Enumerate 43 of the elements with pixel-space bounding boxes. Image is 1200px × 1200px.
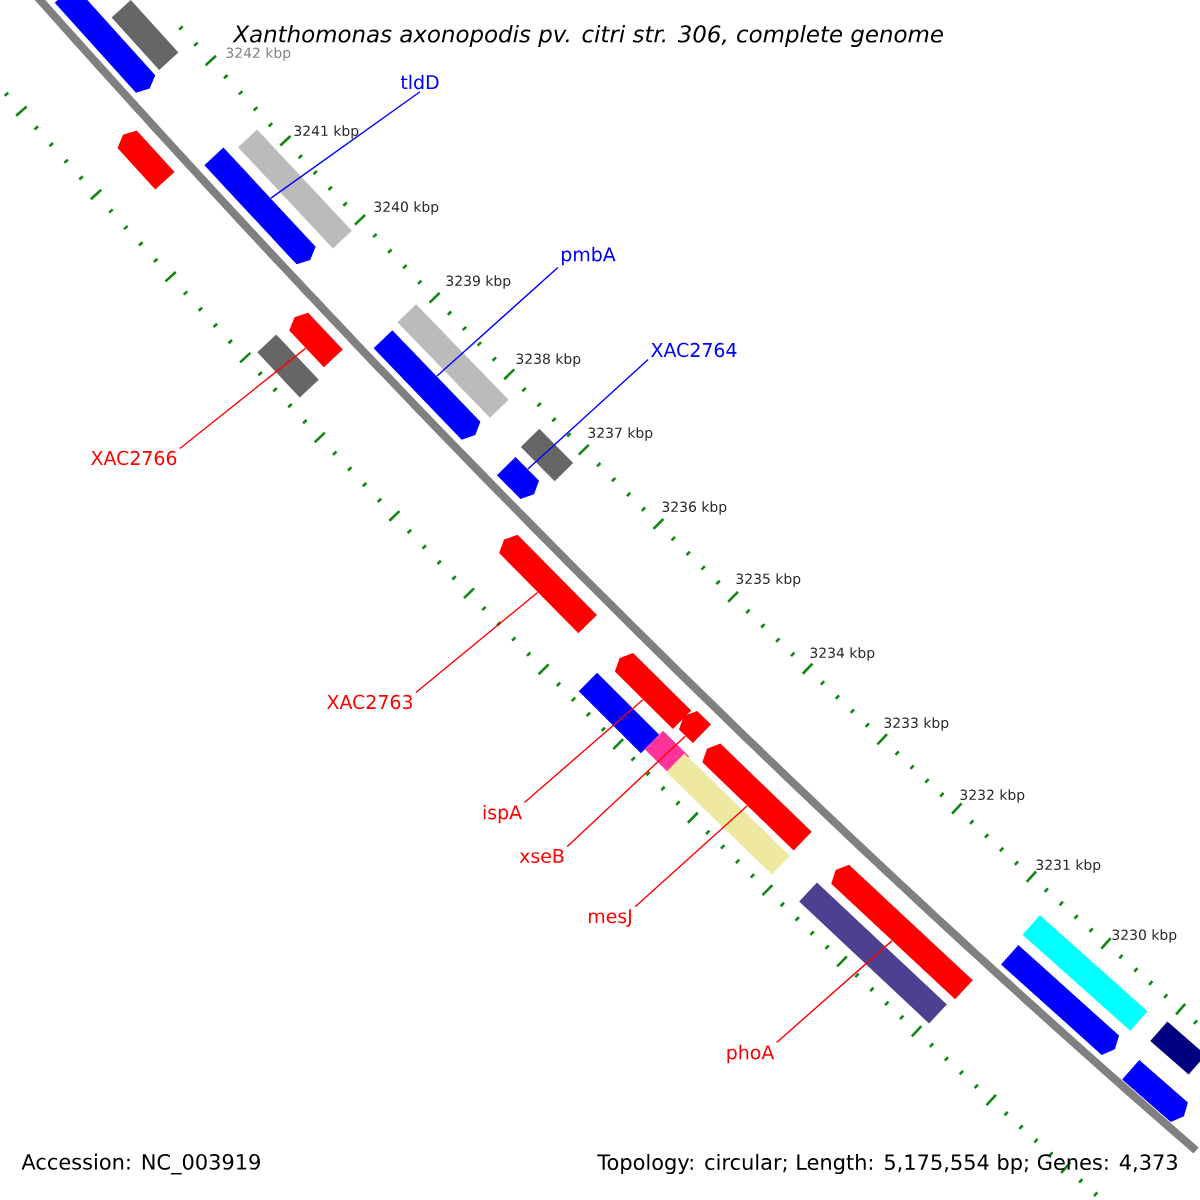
gene-feature xyxy=(666,753,790,875)
gene-feature xyxy=(831,864,973,1000)
leader-line xyxy=(179,347,307,450)
gene-label: XAC2764 xyxy=(651,342,737,358)
gene-feature xyxy=(578,672,660,754)
gene-label: pmbA xyxy=(562,246,616,266)
gene-feature xyxy=(373,330,481,440)
gene-label: XAC2766 xyxy=(91,450,177,466)
gene-feature xyxy=(54,0,156,93)
leader-line xyxy=(634,805,748,908)
gene-feature xyxy=(1122,1059,1188,1123)
title: Xanthomonas axonopodis pv. citri str. 306, complete genome xyxy=(232,24,943,48)
gene-feature xyxy=(799,882,947,1024)
footer-text: Accession: NC_003919 xyxy=(21,1153,260,1175)
gene-feature xyxy=(289,312,343,368)
gene-feature xyxy=(1022,915,1148,1031)
gene-feature xyxy=(117,130,175,190)
footer-text: Topology: circular; Length: 5,175,554 bp; Genes: 4,373 xyxy=(597,1153,1177,1175)
gene-feature xyxy=(520,428,574,482)
gene-feature xyxy=(614,653,692,729)
leader-line xyxy=(415,591,539,694)
gene-feature xyxy=(702,743,812,851)
gene-feature xyxy=(111,0,179,70)
leader-line xyxy=(523,699,644,804)
gene-label: ispA xyxy=(483,804,522,824)
leader-line xyxy=(775,940,893,1044)
gene-feature xyxy=(397,304,509,418)
gene-feature xyxy=(1001,945,1120,1055)
leader-line xyxy=(436,266,559,377)
gene-label: phoA xyxy=(727,1044,775,1064)
gene-feature xyxy=(1150,1021,1200,1075)
gene-label: tldD xyxy=(400,74,439,90)
gene-label: xseB xyxy=(519,848,564,864)
gene-feature xyxy=(257,334,319,398)
gene-feature xyxy=(497,456,540,500)
gene-feature xyxy=(679,710,712,744)
leader-line xyxy=(527,358,649,470)
gene-label: XAC2763 xyxy=(327,694,412,710)
gene-feature xyxy=(204,147,316,265)
leader-line xyxy=(270,91,421,199)
gene-feature xyxy=(499,534,597,634)
leader-line xyxy=(566,735,686,848)
gene-label: mesJ xyxy=(588,909,631,927)
